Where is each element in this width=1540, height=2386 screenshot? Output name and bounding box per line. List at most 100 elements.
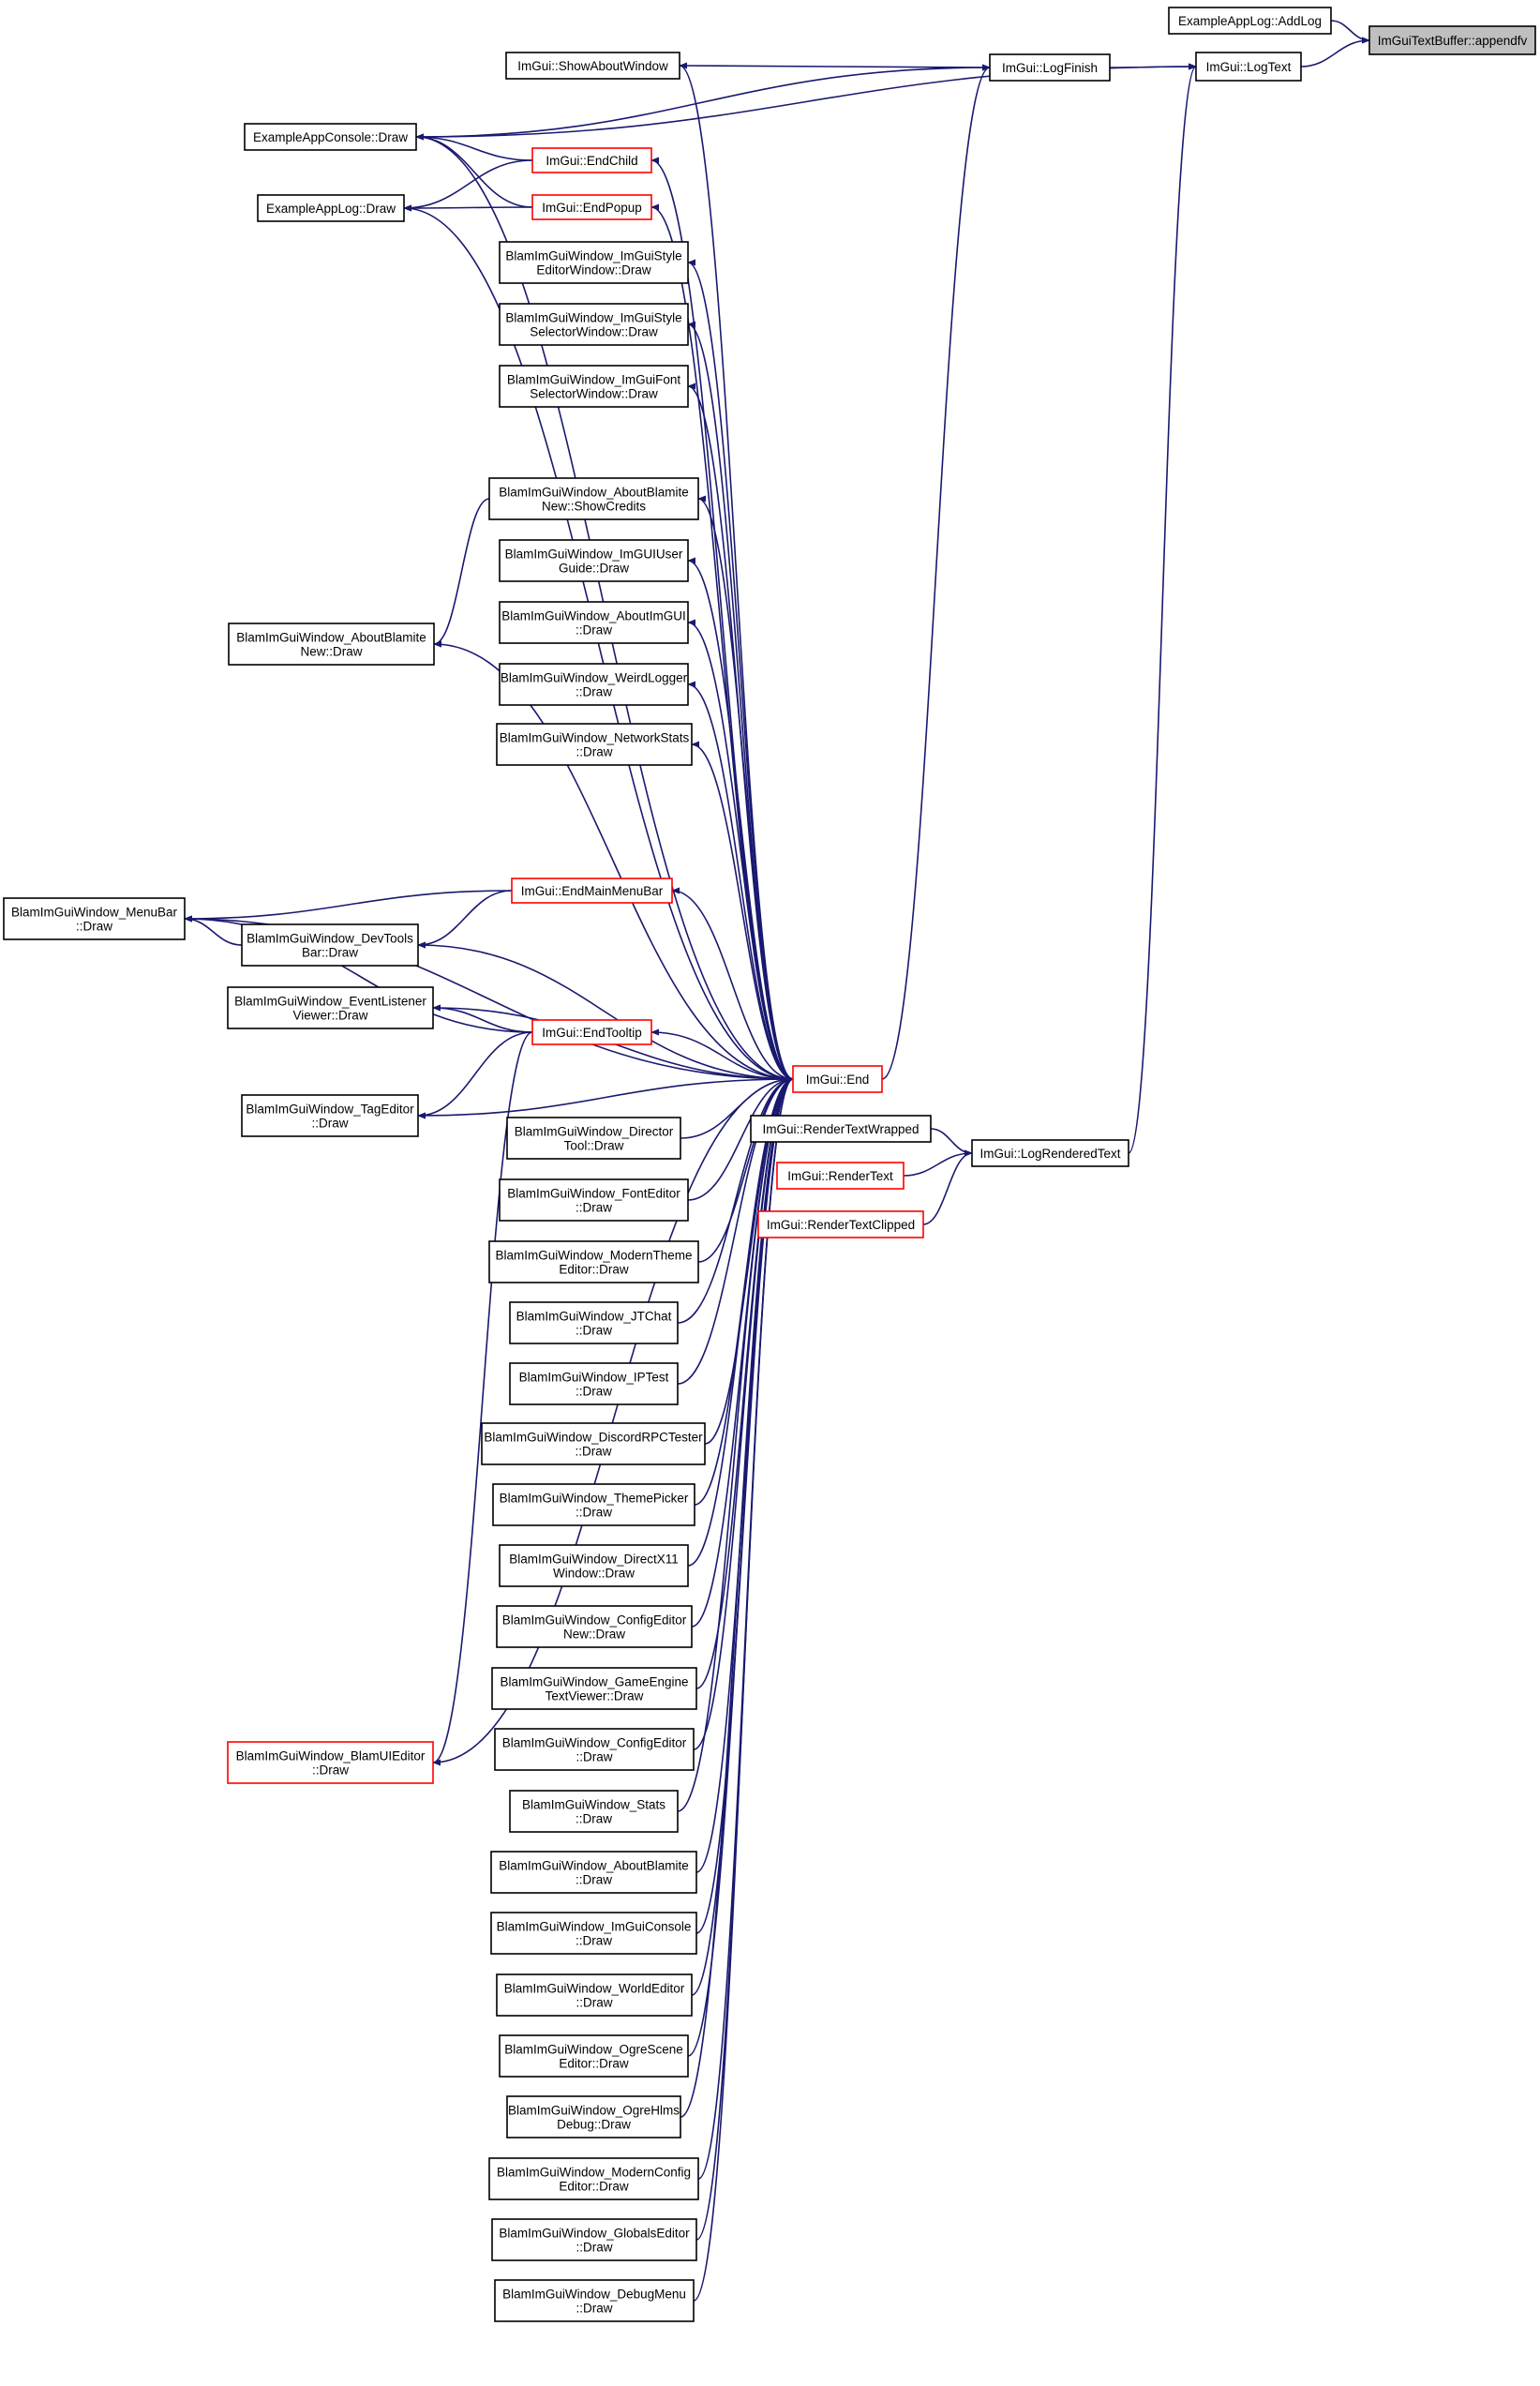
- node-box-imguiconsole[interactable]: [490, 1912, 697, 1955]
- node-showcredits[interactable]: BlamImGuiWindow_AboutBlamiteNew::ShowCre…: [488, 477, 699, 520]
- node-configeditor[interactable]: BlamImGuiWindow_ConfigEditor::Draw: [494, 1728, 695, 1771]
- node-themepicker[interactable]: BlamImGuiWindow_ThemePicker::Draw: [492, 1483, 695, 1526]
- node-box-eventlistener[interactable]: [227, 986, 434, 1029]
- node-box-logrendered[interactable]: [971, 1139, 1129, 1167]
- node-end[interactable]: ImGui::End: [792, 1065, 883, 1093]
- node-box-worldeditor[interactable]: [496, 1973, 693, 2017]
- node-box-showcredits[interactable]: [488, 477, 699, 520]
- node-box-showabout[interactable]: [505, 52, 680, 80]
- node-box-aboutnew[interactable]: [228, 623, 435, 666]
- node-box-applogdraw[interactable]: [257, 194, 405, 222]
- node-box-configeditor[interactable]: [494, 1728, 695, 1771]
- node-box-aboutimgui[interactable]: [499, 601, 689, 644]
- node-box-tageditor[interactable]: [241, 1094, 419, 1137]
- node-box-logtext[interactable]: [1195, 52, 1302, 82]
- node-box-directx11[interactable]: [499, 1544, 689, 1587]
- node-box-themepicker[interactable]: [492, 1483, 695, 1526]
- node-iptest[interactable]: BlamImGuiWindow_IPTest::Draw: [509, 1362, 679, 1405]
- node-debugmenu[interactable]: BlamImGuiWindow_DebugMenu::Draw: [494, 2279, 695, 2322]
- node-box-appendfv[interactable]: [1368, 25, 1536, 55]
- node-box-moderntheme[interactable]: [488, 1240, 699, 1283]
- node-rtclipped[interactable]: ImGui::RenderTextClipped: [757, 1210, 924, 1238]
- node-applogdraw[interactable]: ExampleAppLog::Draw: [257, 194, 405, 222]
- node-box-endpopup[interactable]: [531, 194, 652, 220]
- node-box-director[interactable]: [506, 1117, 681, 1160]
- node-box-devtools[interactable]: [241, 923, 419, 967]
- node-jtchat[interactable]: BlamImGuiWindow_JTChat::Draw: [509, 1301, 679, 1344]
- node-box-rtwrapped[interactable]: [750, 1115, 932, 1143]
- node-box-fontselector[interactable]: [499, 365, 689, 408]
- node-box-fonteditor[interactable]: [499, 1178, 689, 1222]
- node-box-styleeditor[interactable]: [499, 241, 689, 284]
- node-eventlistener[interactable]: BlamImGuiWindow_EventListenerViewer::Dra…: [227, 986, 434, 1029]
- node-box-stats[interactable]: [509, 1790, 679, 1833]
- node-box-endchild[interactable]: [531, 147, 652, 173]
- node-fontselector[interactable]: BlamImGuiWindow_ImGuiFontSelectorWindow:…: [499, 365, 689, 408]
- node-box-rendertext[interactable]: [776, 1162, 905, 1190]
- node-box-endmainmenubar[interactable]: [511, 878, 673, 904]
- node-box-debugmenu[interactable]: [494, 2279, 695, 2322]
- node-box-blamuieditor[interactable]: [227, 1741, 434, 1784]
- node-box-jtchat[interactable]: [509, 1301, 679, 1344]
- node-showabout[interactable]: ImGui::ShowAboutWindow: [505, 52, 680, 80]
- node-box-end[interactable]: [792, 1065, 883, 1093]
- node-box-endtooltip[interactable]: [531, 1019, 652, 1045]
- node-blamuieditor[interactable]: BlamImGuiWindow_BlamUIEditor::Draw: [227, 1741, 434, 1784]
- node-networkstats[interactable]: BlamImGuiWindow_NetworkStats::Draw: [496, 723, 693, 766]
- node-menubar[interactable]: BlamImGuiWindow_MenuBar::Draw: [3, 897, 186, 940]
- node-box-iptest[interactable]: [509, 1362, 679, 1405]
- node-discord[interactable]: BlamImGuiWindow_DiscordRPCTester::Draw: [481, 1422, 706, 1465]
- node-logrendered[interactable]: ImGui::LogRenderedText: [971, 1139, 1129, 1167]
- node-box-menubar[interactable]: [3, 897, 186, 940]
- node-globals[interactable]: BlamImGuiWindow_GlobalsEditor::Draw: [491, 2218, 697, 2261]
- node-addlog[interactable]: ExampleAppLog::AddLog: [1168, 7, 1332, 35]
- node-endmainmenubar[interactable]: ImGui::EndMainMenuBar: [511, 878, 673, 904]
- node-box-styleselector[interactable]: [499, 303, 689, 346]
- node-box-discord[interactable]: [481, 1422, 706, 1465]
- node-weirdlogger[interactable]: BlamImGuiWindow_WeirdLogger::Draw: [499, 663, 689, 706]
- node-appendfv[interactable]: ImGuiTextBuffer::appendfv: [1368, 25, 1536, 55]
- node-worldeditor[interactable]: BlamImGuiWindow_WorldEditor::Draw: [496, 1973, 693, 2017]
- node-box-ogrescene[interactable]: [499, 2034, 689, 2078]
- node-endpopup[interactable]: ImGui::EndPopup: [531, 194, 652, 220]
- node-aboutimgui[interactable]: BlamImGuiWindow_AboutImGUI::Draw: [499, 601, 689, 644]
- node-aboutblamite[interactable]: BlamImGuiWindow_AboutBlamite::Draw: [490, 1851, 697, 1894]
- node-box-aboutblamite[interactable]: [490, 1851, 697, 1894]
- node-box-weirdlogger[interactable]: [499, 663, 689, 706]
- node-endchild[interactable]: ImGui::EndChild: [531, 147, 652, 173]
- node-logfinish[interactable]: ImGui::LogFinish: [989, 53, 1111, 82]
- node-rtwrapped[interactable]: ImGui::RenderTextWrapped: [750, 1115, 932, 1143]
- node-box-addlog[interactable]: [1168, 7, 1332, 35]
- node-box-console[interactable]: [244, 123, 417, 151]
- node-box-globals[interactable]: [491, 2218, 697, 2261]
- node-box-rtclipped[interactable]: [757, 1210, 924, 1238]
- node-fonteditor[interactable]: BlamImGuiWindow_FontEditor::Draw: [499, 1178, 689, 1222]
- node-box-userguide[interactable]: [499, 539, 689, 582]
- node-tageditor[interactable]: BlamImGuiWindow_TagEditor::Draw: [241, 1094, 419, 1137]
- node-endtooltip[interactable]: ImGui::EndTooltip: [531, 1019, 652, 1045]
- node-imguiconsole[interactable]: BlamImGuiWindow_ImGuiConsole::Draw: [490, 1912, 697, 1955]
- node-box-modernconfig[interactable]: [488, 2157, 699, 2200]
- node-box-confignew[interactable]: [496, 1605, 693, 1648]
- node-box-logfinish[interactable]: [989, 53, 1111, 82]
- node-styleeditor[interactable]: BlamImGuiWindow_ImGuiStyleEditorWindow::…: [499, 241, 689, 284]
- node-rendertext[interactable]: ImGui::RenderText: [776, 1162, 905, 1190]
- node-gameengine[interactable]: BlamImGuiWindow_GameEngineTextViewer::Dr…: [491, 1667, 697, 1710]
- node-stats[interactable]: BlamImGuiWindow_Stats::Draw: [509, 1790, 679, 1833]
- node-box-networkstats[interactable]: [496, 723, 693, 766]
- node-console[interactable]: ExampleAppConsole::Draw: [244, 123, 417, 151]
- node-box-ogrehlms[interactable]: [506, 2095, 681, 2138]
- node-logtext[interactable]: ImGui::LogText: [1195, 52, 1302, 82]
- node-styleselector[interactable]: BlamImGuiWindow_ImGuiStyleSelectorWindow…: [499, 303, 689, 346]
- node-box-gameengine[interactable]: [491, 1667, 697, 1710]
